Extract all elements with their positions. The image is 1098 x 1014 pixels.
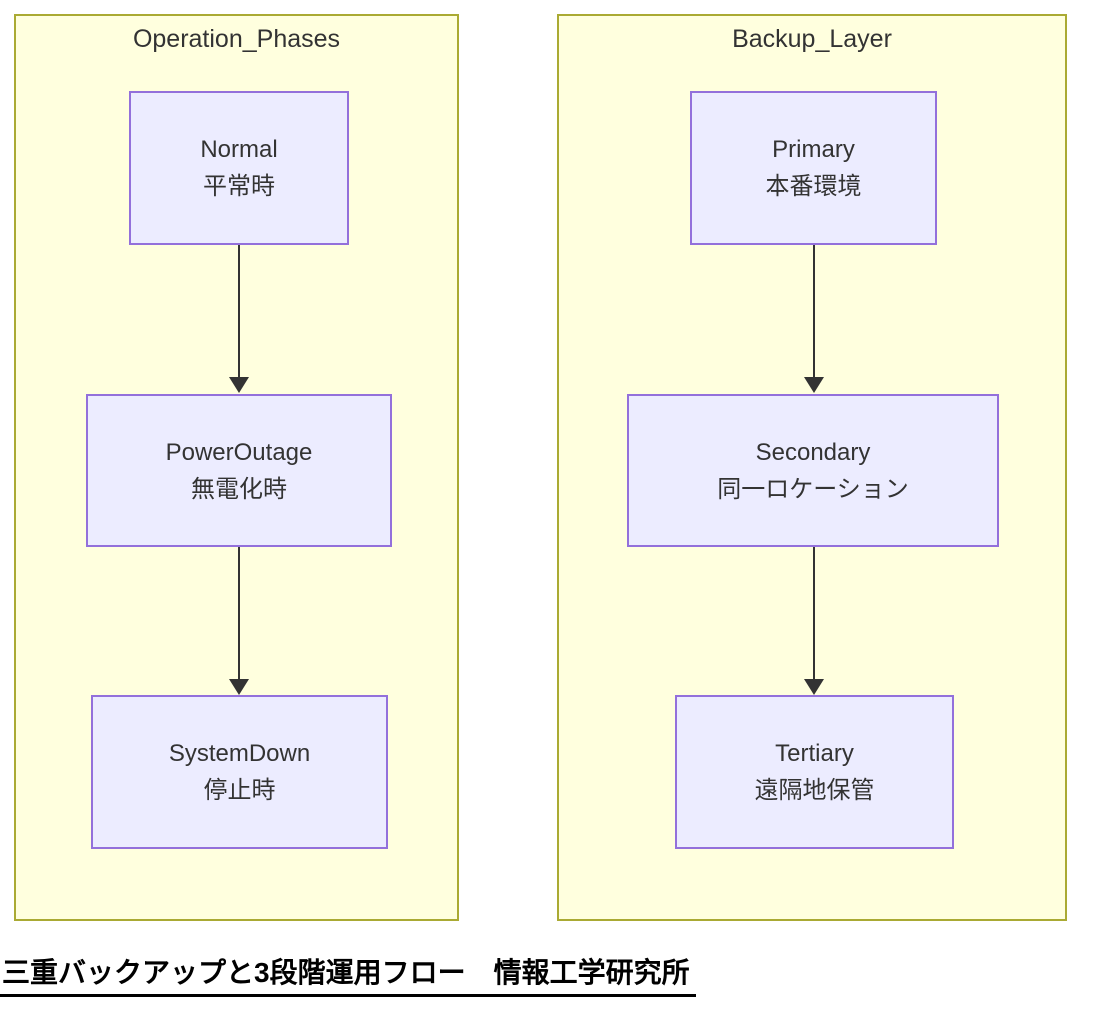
node-tertiary-label: Tertiary — [775, 740, 854, 767]
node-poweroutage-sublabel: 無電化時 — [191, 475, 287, 503]
node-systemdown-label: SystemDown — [168, 740, 311, 767]
diagram-caption: 三重バックアップと3段階運用フロー 情報工学研究所 — [0, 956, 696, 997]
subgraph-operation-phases: Operation_Phases Normal 平常時 PowerOutage … — [14, 14, 459, 921]
node-systemdown: SystemDown 停止時 — [91, 695, 388, 849]
arrowhead-icon — [229, 377, 249, 393]
node-normal: Normal 平常時 — [129, 91, 349, 245]
node-tertiary: Tertiary 遠隔地保管 — [675, 695, 954, 849]
node-poweroutage-label: PowerOutage — [165, 438, 313, 466]
node-tertiary-sublabel: 遠隔地保管 — [754, 777, 875, 804]
edge-secondary-tertiary — [813, 547, 815, 680]
node-primary-label: Primary — [772, 136, 855, 163]
edge-poweroutage-systemdown — [238, 547, 240, 680]
arrowhead-icon — [229, 679, 249, 695]
node-primary-sublabel: 本番環境 — [765, 173, 862, 200]
node-primary: Primary 本番環境 — [690, 91, 937, 245]
subgraph-operation-phases-title: Operation_Phases — [132, 25, 341, 53]
node-secondary-label: Secondary — [755, 438, 871, 466]
node-normal-label: Normal — [200, 136, 278, 163]
node-poweroutage: PowerOutage 無電化時 — [86, 394, 392, 547]
node-normal-sublabel: 平常時 — [203, 173, 275, 200]
node-secondary: Secondary 同一ロケーション — [627, 394, 999, 547]
arrowhead-icon — [804, 679, 824, 695]
edge-primary-secondary — [813, 245, 815, 378]
subgraph-backup-layer-title: Backup_Layer — [732, 25, 892, 53]
subgraph-backup-layer: Backup_Layer Primary 本番環境 Secondary 同一ロケ… — [557, 14, 1067, 921]
node-systemdown-sublabel: 停止時 — [203, 777, 276, 804]
node-secondary-sublabel: 同一ロケーション — [717, 475, 909, 503]
arrowhead-icon — [804, 377, 824, 393]
edge-normal-poweroutage — [238, 245, 240, 378]
